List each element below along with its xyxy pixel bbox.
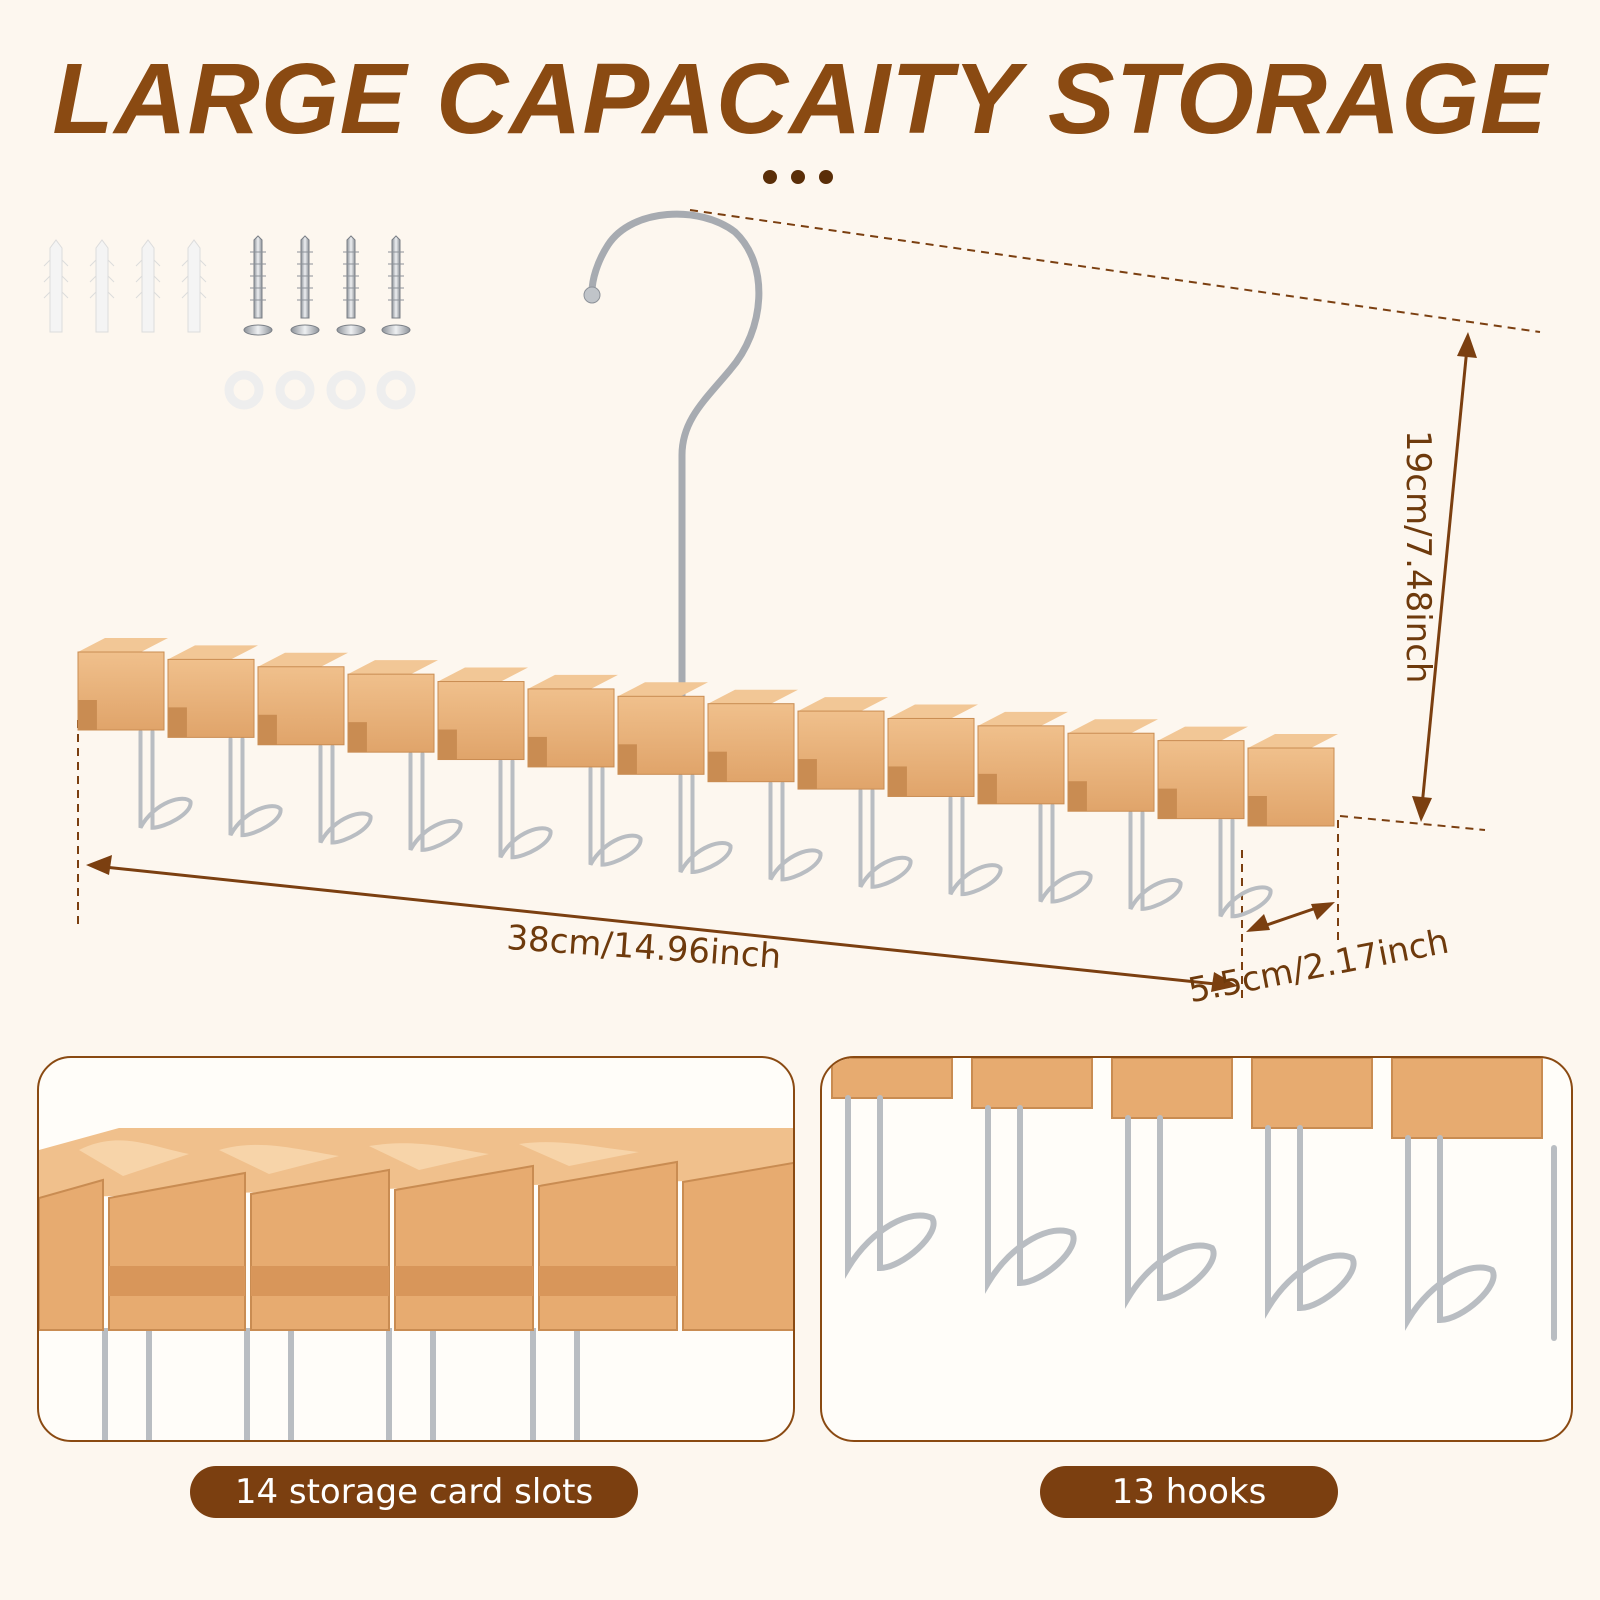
wood-block [347,660,438,753]
wood-block [977,711,1068,805]
dot [763,170,777,184]
anchor-icon [89,239,115,333]
screws [243,235,411,336]
anchor-icon [135,239,161,333]
hook-icon [1038,803,1093,904]
product-illustration [43,209,1541,1000]
screw-icon [381,235,411,336]
wood-block [707,689,798,783]
screw-icon [243,235,273,336]
slots-closeup-image [39,1128,793,1440]
dots-divider [763,170,833,184]
wood-block [1067,719,1158,812]
hook-icon [318,744,373,845]
anchor-icon [43,239,69,333]
wood-block [1157,726,1248,820]
hooks-caption: 13 hooks [1040,1466,1338,1518]
hook-icon [408,751,463,852]
hook-icon [138,729,193,830]
wood-block [77,638,168,731]
height-label: 19cm/7.48inch [1398,430,1438,684]
hook-icon [498,759,553,860]
bar-hooks [138,729,1273,919]
slots-caption: 14 storage card slots [190,1466,638,1518]
dot [819,170,833,184]
washer-icon [376,370,416,410]
wood-block [527,674,618,768]
hanger-hook [588,210,763,709]
hooks-detail-panel [820,1056,1573,1442]
screw-icon [290,235,320,336]
wood-block [797,697,888,790]
hook-icon [858,788,913,889]
washer-icon [326,370,366,410]
dot [791,170,805,184]
hook-icon [678,774,733,875]
anchor-icon [181,239,207,333]
wood-block [1247,734,1338,827]
wall-anchors [43,239,207,333]
depth-arrow [1246,902,1335,932]
washer-icon [224,370,264,410]
hook-icon [768,781,823,882]
hook-icon [1218,818,1273,919]
hook-icon [1128,810,1183,911]
wood-block [617,682,708,775]
hook-icon [228,737,283,838]
page-title: LARGE CAPACAITY STORAGE [52,43,1548,155]
hooks-closeup-image [831,1058,1557,1341]
guide-bottom [1339,815,1486,831]
wood-block [257,652,348,746]
washers [224,370,416,410]
guide-top [689,209,1541,333]
screw-icon [336,235,366,336]
wood-block [167,645,258,738]
wood-block [437,667,528,761]
width-arrow [86,855,1238,992]
wood-block [887,704,978,797]
slots-detail-panel [37,1056,795,1442]
washer-icon [275,370,315,410]
wood-bar [77,638,1338,827]
hook-icon [948,796,1003,897]
height-arrow [1412,332,1477,822]
hook-icon [588,766,643,867]
